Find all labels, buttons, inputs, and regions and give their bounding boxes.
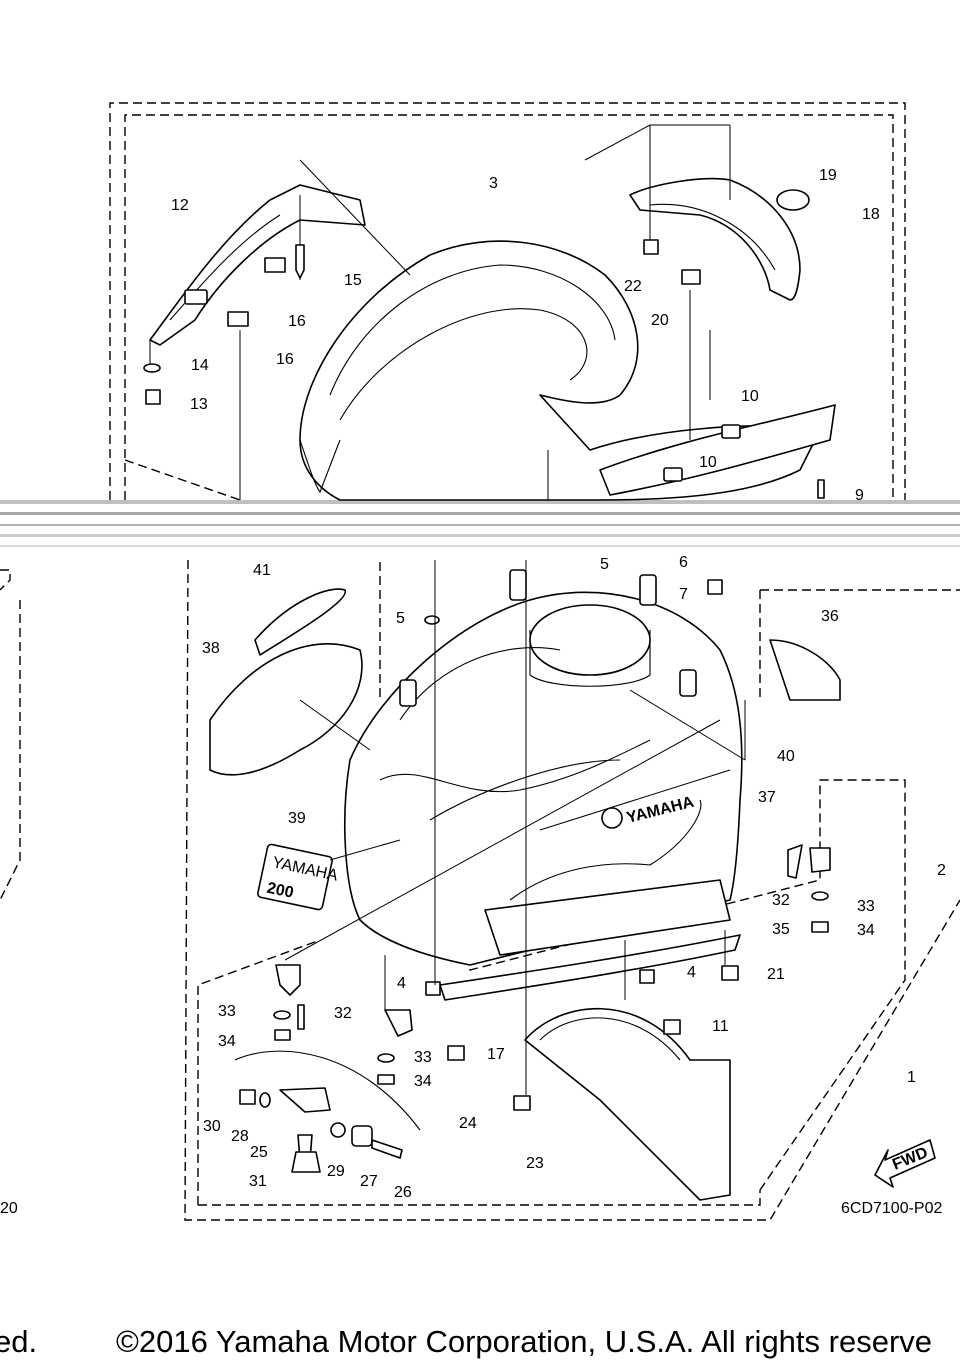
callout-3: 3 — [489, 175, 498, 192]
callout-16b: 16 — [276, 351, 294, 368]
callout-35: 35 — [772, 921, 790, 938]
callout-32b: 32 — [772, 892, 790, 909]
rear-cover-bracket — [149, 184, 366, 346]
callout-4b: 4 — [687, 964, 696, 981]
callout-28: 28 — [231, 1128, 249, 1145]
callout-23: 23 — [526, 1155, 544, 1172]
copyright-footer: ed. ©2016 Yamaha Motor Corporation, U.S.… — [0, 1318, 960, 1366]
callout-18: 18 — [862, 206, 880, 223]
callout-24: 24 — [459, 1115, 477, 1132]
callout-27: 27 — [360, 1173, 378, 1190]
decal-number: 200 — [265, 880, 295, 902]
callout-32a: 32 — [334, 1005, 352, 1022]
callout-34a: 34 — [218, 1033, 236, 1050]
decals: YAMAHA 200 — [209, 588, 841, 911]
callout-20: 20 — [651, 312, 669, 329]
diagram-code-left: 20 — [0, 1200, 18, 1217]
callout-13: 13 — [190, 396, 208, 413]
callout-30: 30 — [203, 1118, 221, 1135]
callout-25: 25 — [250, 1144, 268, 1161]
scan-artifact-band — [0, 500, 960, 547]
callout-22: 22 — [624, 278, 642, 295]
bottom-fasteners — [424, 579, 739, 1111]
callout-29: 29 — [327, 1163, 345, 1180]
callout-1: 1 — [907, 1069, 916, 1086]
callout-17: 17 — [487, 1046, 505, 1063]
top-fasteners — [143, 239, 825, 499]
callout-12: 12 — [171, 197, 189, 214]
footer-left-fragment: ed. — [0, 1324, 38, 1359]
callout-19: 19 — [819, 167, 837, 184]
callout-6: 6 — [679, 554, 688, 571]
copyright-text: ©2016 Yamaha Motor Corporation, U.S.A. A… — [116, 1324, 933, 1359]
callout-34c: 34 — [857, 922, 875, 939]
callout-4a: 4 — [397, 975, 406, 992]
callout-9: 9 — [855, 487, 864, 504]
diagram-code: 6CD7100-P02 — [841, 1200, 943, 1217]
callout-16a: 16 — [288, 313, 306, 330]
rear-cover — [629, 177, 810, 301]
callout-38: 38 — [202, 640, 220, 657]
callout-14: 14 — [191, 357, 209, 374]
fwd-arrow-icon: FWD — [874, 1139, 936, 1188]
callout-33a: 33 — [218, 1003, 236, 1020]
callout-34b: 34 — [414, 1073, 432, 1090]
callout-33b: 33 — [414, 1049, 432, 1066]
callout-5b: 5 — [600, 556, 609, 573]
callout-31: 31 — [249, 1173, 267, 1190]
air-duct — [524, 1007, 731, 1201]
latch-parts — [234, 844, 831, 1173]
callout-10a: 10 — [741, 388, 759, 405]
callout-10b: 10 — [699, 454, 717, 471]
bottom-leaders — [284, 560, 746, 1095]
callout-7: 7 — [679, 586, 688, 603]
callout-2: 2 — [937, 862, 946, 879]
parts-diagram: YAMAHA YAMAHA 200 — [0, 102, 960, 1221]
callout-26: 26 — [394, 1184, 412, 1201]
callout-40: 40 — [777, 748, 795, 765]
callout-15: 15 — [344, 272, 362, 289]
callout-numbers: 1 2 3 4 4 5 5 6 7 9 10 10 11 12 13 14 15… — [171, 167, 946, 1201]
bottom-cowling-group-box — [0, 559, 960, 1221]
top-cowling-group-box — [109, 102, 906, 501]
callout-37: 37 — [758, 789, 776, 806]
side-strip — [599, 404, 836, 496]
callout-21: 21 — [767, 966, 785, 983]
callout-33c: 33 — [857, 898, 875, 915]
callout-41: 41 — [253, 562, 271, 579]
callout-11: 11 — [712, 1018, 729, 1035]
callout-39: 39 — [288, 810, 306, 827]
callout-36: 36 — [821, 608, 839, 625]
callout-5a: 5 — [396, 610, 405, 627]
